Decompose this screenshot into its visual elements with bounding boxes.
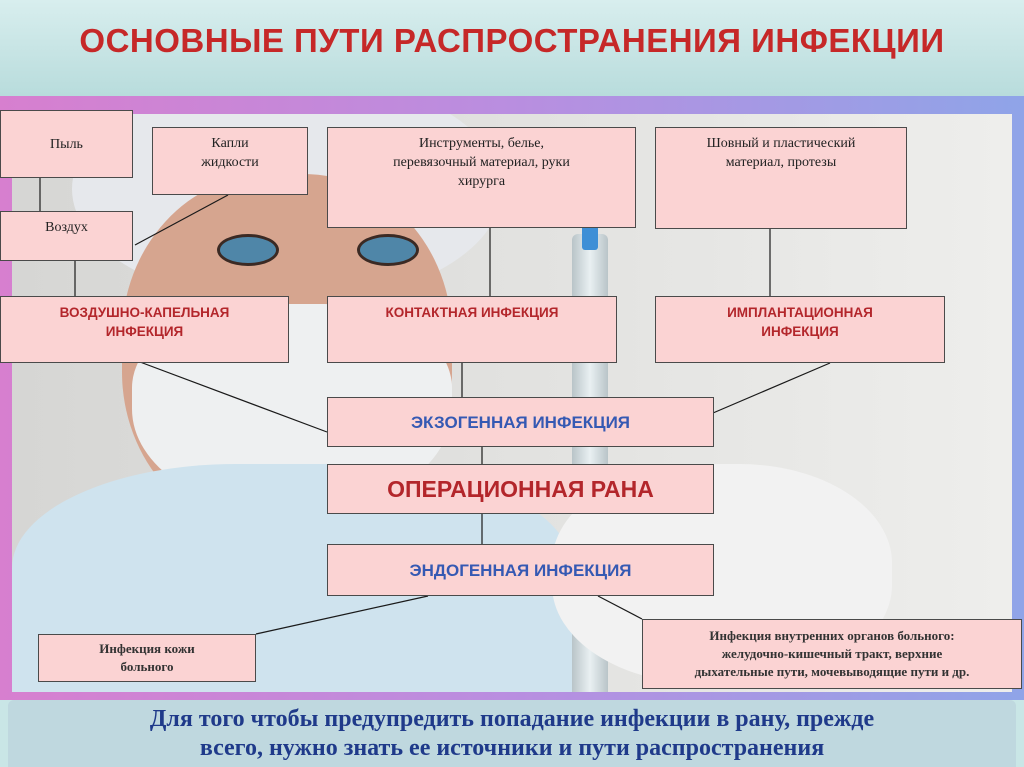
node-endogenous-infection: ЭНДОГЕННАЯ ИНФЕКЦИЯ [327, 544, 714, 596]
nurse-eye-right [357, 234, 419, 266]
node-instruments: Инструменты, белье, перевязочный материа… [327, 127, 636, 228]
footer-line-2: всего, нужно знать ее источники и пути р… [199, 735, 825, 761]
node-contact-infection: КОНТАКТНАЯ ИНФЕКЦИЯ [327, 296, 617, 363]
header-bar: ОСНОВНЫЕ ПУТИ РАСПРОСТРАНЕНИЯ ИНФЕКЦИИ [0, 0, 1024, 96]
node-suture-material: Шовный и пластический материал, протезы [655, 127, 907, 229]
node-operative-wound: ОПЕРАЦИОННАЯ РАНА [327, 464, 714, 514]
node-dust: Пыль [0, 110, 133, 178]
node-internal-organs-infection: Инфекция внутренних органов больного: же… [642, 619, 1022, 689]
node-airborne-infection: ВОЗДУШНО-КАПЕЛЬНАЯ ИНФЕКЦИЯ [0, 296, 289, 363]
footer-line-1: Для того чтобы предупредить попадание ин… [149, 706, 875, 732]
footer-note: Для того чтобы предупредить попадание ин… [8, 700, 1016, 767]
page-title: ОСНОВНЫЕ ПУТИ РАСПРОСТРАНЕНИЯ ИНФЕКЦИИ [79, 22, 945, 59]
node-exogenous-infection: ЭКЗОГЕННАЯ ИНФЕКЦИЯ [327, 397, 714, 447]
nurse-eye-left [217, 234, 279, 266]
node-implant-infection: ИМПЛАНТАЦИОННАЯ ИНФЕКЦИЯ [655, 296, 945, 363]
node-air: Воздух [0, 211, 133, 261]
node-liquid-drops: Капли жидкости [152, 127, 308, 195]
node-skin-infection: Инфекция кожи больного [38, 634, 256, 682]
